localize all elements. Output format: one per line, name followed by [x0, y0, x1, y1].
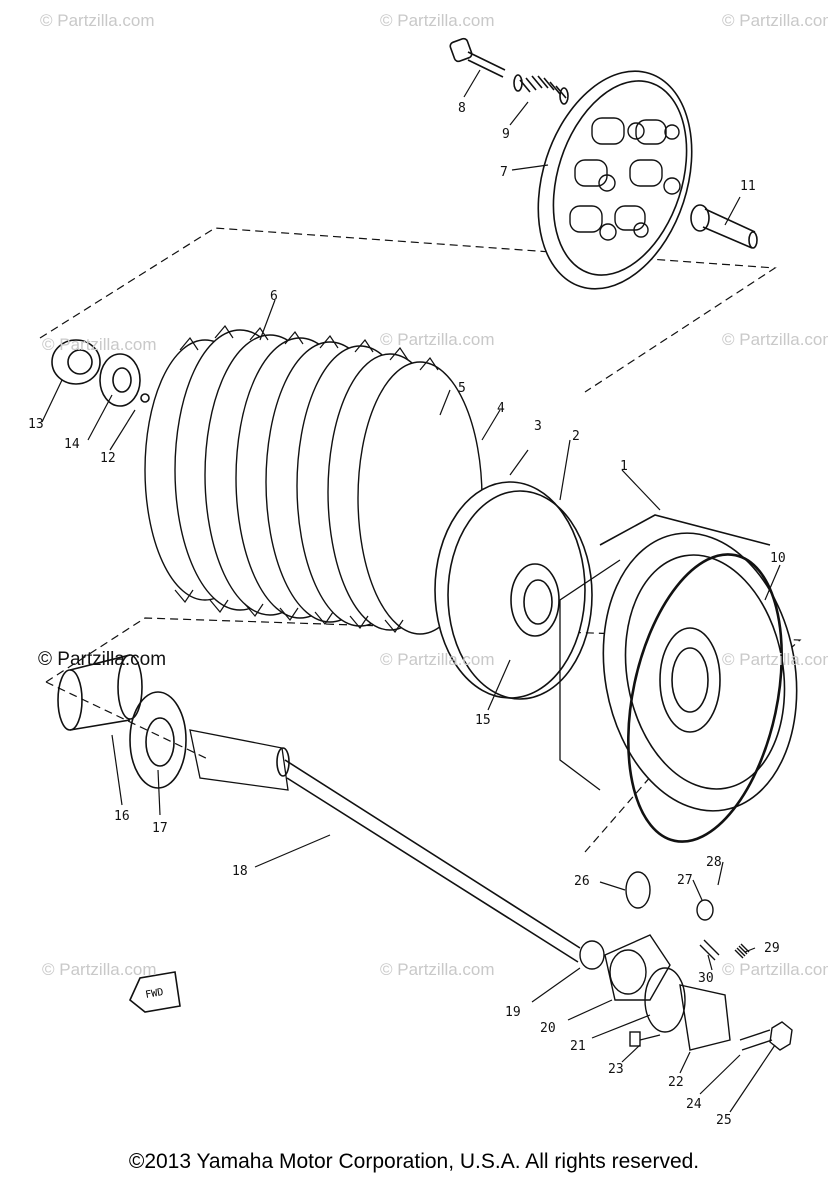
- callout-15: 15: [475, 713, 491, 728]
- callout-7: 7: [500, 165, 508, 180]
- watermark: © Partzilla.com: [722, 330, 828, 349]
- callout-21: 21: [570, 1039, 586, 1054]
- callout-19: 19: [505, 1005, 521, 1020]
- callout-8: 8: [458, 101, 466, 116]
- upper-dashed-plane: [39, 227, 777, 393]
- callout-23: 23: [608, 1062, 624, 1077]
- clutch-plate-stack: [144, 324, 483, 635]
- watermark: © Partzilla.com: [722, 11, 828, 30]
- fwd-tag-label: FWD: [145, 987, 165, 1001]
- callout-11: 11: [740, 179, 756, 194]
- callout-13: 13: [28, 417, 44, 432]
- watermark: © Partzilla.com: [722, 960, 828, 979]
- lock-washer: [99, 353, 141, 407]
- callout-29: 29: [764, 941, 780, 956]
- callout-25: 25: [716, 1113, 732, 1128]
- callout-3: 3: [534, 419, 542, 434]
- callout-24: 24: [686, 1097, 702, 1112]
- copyright-notice: ©2013 Yamaha Motor Corporation, U.S.A. A…: [128, 1150, 700, 1173]
- callout-26: 26: [574, 874, 590, 889]
- callout-10: 10: [770, 551, 786, 566]
- pressure-plate: [537, 70, 693, 290]
- watermark: © Partzilla.com: [380, 11, 495, 30]
- callout-9: 9: [502, 127, 510, 142]
- callout-2: 2: [572, 429, 580, 444]
- lock-nut: [51, 339, 101, 385]
- watermark: © Partzilla.com: [380, 330, 495, 349]
- callout-20: 20: [540, 1021, 556, 1036]
- spring: [513, 74, 569, 105]
- callout-16: 16: [114, 809, 130, 824]
- ball: [140, 393, 150, 403]
- o-ring: [627, 553, 783, 843]
- callout-28: 28: [706, 855, 722, 870]
- push-rod-shaft: [189, 729, 581, 963]
- release-assembly: [579, 871, 793, 1051]
- screw: [449, 37, 506, 78]
- watermark: © Partzilla.com: [380, 960, 495, 979]
- callout-4: 4: [497, 401, 505, 416]
- watermark: © Partzilla.com: [42, 960, 157, 979]
- spacer: [57, 654, 143, 731]
- clutch-boss: [434, 481, 593, 700]
- watermark: © Partzilla.com: [380, 650, 495, 669]
- callout-14: 14: [64, 437, 80, 452]
- watermark: © Partzilla.com: [42, 335, 157, 354]
- callout-17: 17: [152, 821, 168, 836]
- callout-12: 12: [100, 451, 116, 466]
- callout-27: 27: [677, 873, 693, 888]
- watermark: © Partzilla.com: [40, 11, 155, 30]
- watermark-prominent: © Partzilla.com: [38, 649, 166, 670]
- callout-30: 30: [698, 971, 714, 986]
- callout-6: 6: [270, 289, 278, 304]
- callout-5: 5: [458, 381, 466, 396]
- watermark: © Partzilla.com: [722, 650, 828, 669]
- fwd-arrow-icon: [129, 971, 181, 1013]
- callout-1: 1: [620, 459, 628, 474]
- callout-18: 18: [232, 864, 248, 879]
- push-rod: [690, 204, 758, 249]
- thrust-washer: [129, 691, 187, 789]
- callout-22: 22: [668, 1075, 684, 1090]
